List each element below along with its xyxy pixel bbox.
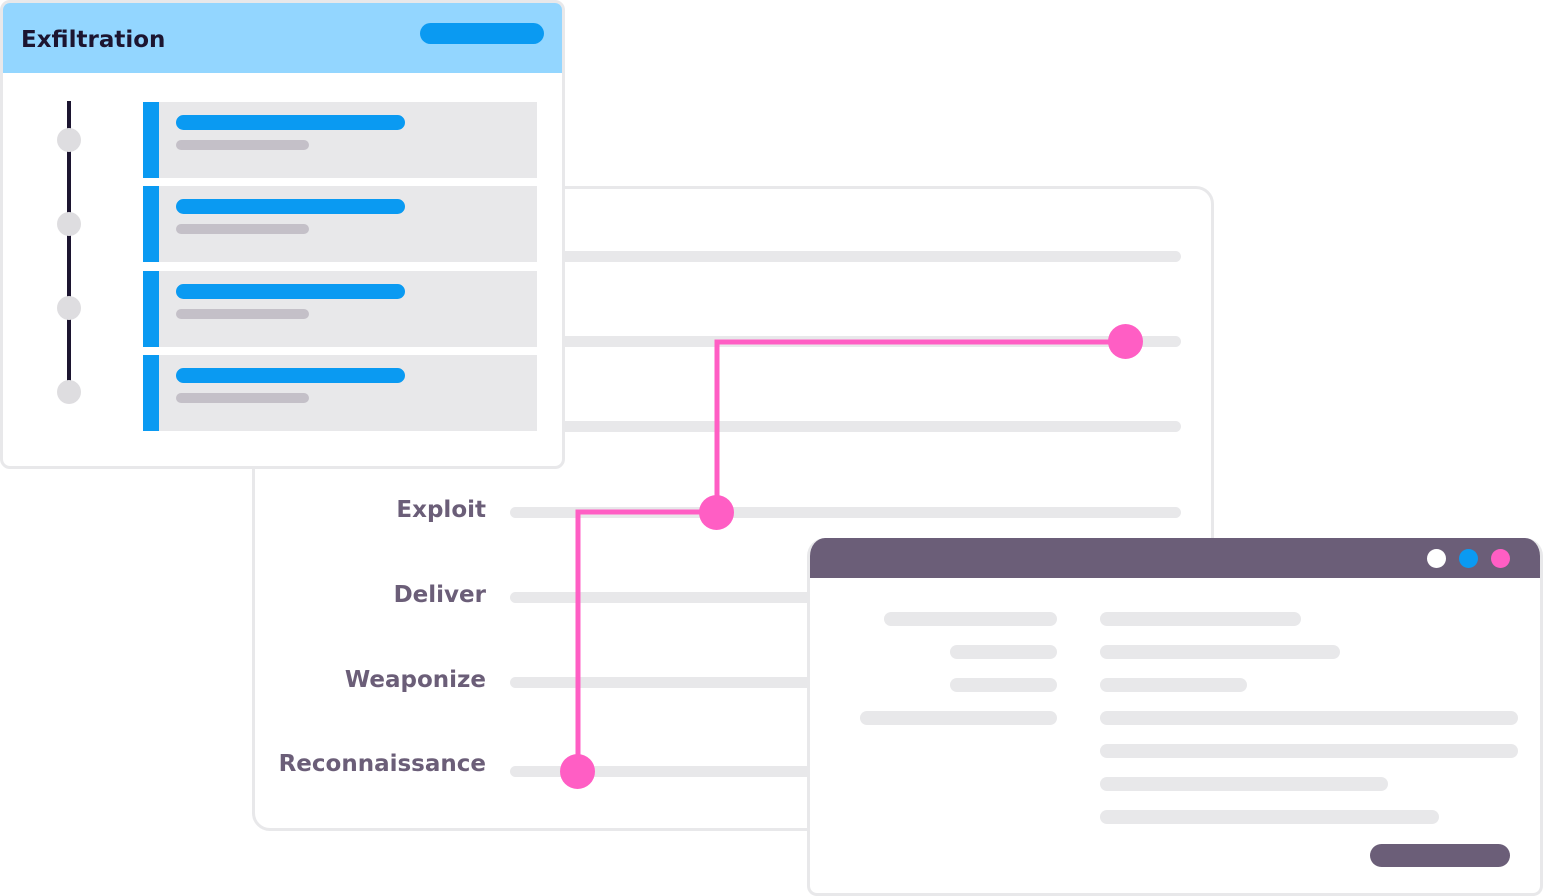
- stage-track-7: [510, 251, 1181, 262]
- exfiltration-title: Exfiltration: [21, 27, 166, 53]
- detail-value-placeholder: [1100, 810, 1439, 824]
- detail-value-placeholder: [1100, 777, 1388, 791]
- header-action-pill[interactable]: [420, 23, 544, 44]
- attack-node-exploit[interactable]: [699, 495, 734, 530]
- event-accent-bar: [143, 355, 159, 431]
- timeline-dot: [57, 128, 81, 152]
- timeline-dot: [57, 296, 81, 320]
- stage-label-reconnaissance: Reconnaissance: [278, 751, 486, 777]
- detail-window: [807, 538, 1543, 896]
- window-blue-dot-icon[interactable]: [1459, 549, 1478, 568]
- event-title-placeholder: [176, 115, 405, 130]
- event-accent-bar: [143, 186, 159, 262]
- detail-action-button[interactable]: [1370, 844, 1510, 867]
- event-title-placeholder: [176, 199, 405, 214]
- exfiltration-card: Exfiltration: [0, 0, 565, 469]
- event-card[interactable]: [143, 355, 537, 431]
- event-card[interactable]: [143, 186, 537, 262]
- stage-track-5: [510, 421, 1181, 432]
- event-subtitle-placeholder: [176, 309, 309, 319]
- stage-label-deliver: Deliver: [393, 582, 486, 608]
- detail-label-placeholder: [950, 645, 1057, 659]
- detail-label-placeholder: [950, 678, 1057, 692]
- attack-node-reconnaissance[interactable]: [560, 754, 595, 789]
- detail-value-placeholder: [1100, 612, 1301, 626]
- event-subtitle-placeholder: [176, 393, 309, 403]
- stage-track-6: [510, 336, 1181, 347]
- event-title-placeholder: [176, 368, 405, 383]
- timeline-dot: [57, 380, 81, 404]
- event-accent-bar: [143, 271, 159, 347]
- stage-track-exploit: [510, 507, 1181, 518]
- window-pink-dot-icon[interactable]: [1491, 549, 1510, 568]
- window-white-dot-icon[interactable]: [1427, 549, 1446, 568]
- detail-value-placeholder: [1100, 744, 1518, 758]
- detail-label-placeholder: [860, 711, 1057, 725]
- detail-window-titlebar: [810, 538, 1540, 578]
- event-card[interactable]: [143, 271, 537, 347]
- exfiltration-header: Exfiltration: [3, 3, 562, 73]
- stage-label-exploit: Exploit: [396, 497, 486, 523]
- detail-value-placeholder: [1100, 711, 1518, 725]
- attack-node-top[interactable]: [1108, 324, 1143, 359]
- detail-value-placeholder: [1100, 645, 1340, 659]
- event-accent-bar: [143, 102, 159, 178]
- timeline-dot: [57, 212, 81, 236]
- stage-label-weaponize: Weaponize: [344, 667, 486, 693]
- detail-label-placeholder: [884, 612, 1057, 626]
- event-subtitle-placeholder: [176, 224, 309, 234]
- detail-value-placeholder: [1100, 678, 1247, 692]
- event-title-placeholder: [176, 284, 405, 299]
- event-card[interactable]: [143, 102, 537, 178]
- timeline-line: [67, 101, 71, 391]
- event-subtitle-placeholder: [176, 140, 309, 150]
